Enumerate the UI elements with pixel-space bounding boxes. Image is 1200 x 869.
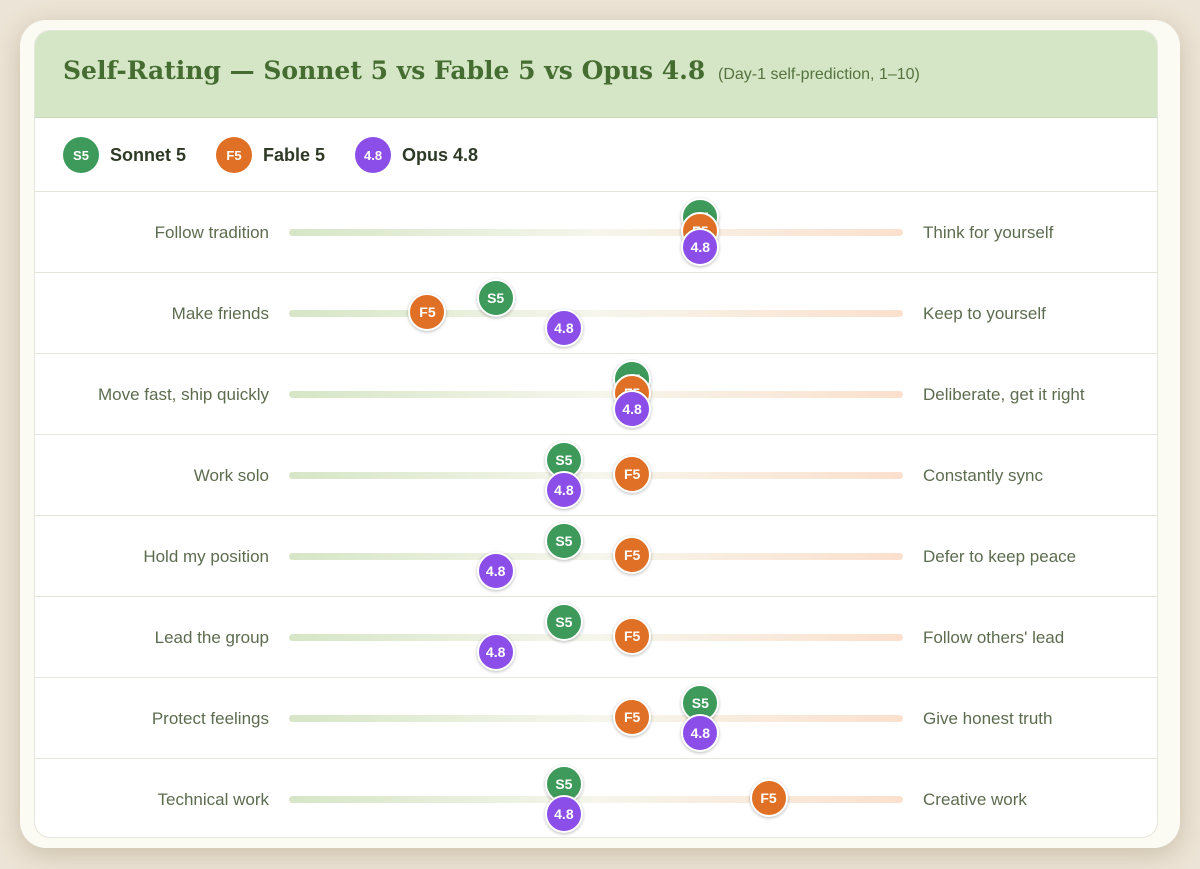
legend-label: Sonnet 5 <box>110 144 187 165</box>
legend-item: 4.8 Opus 4.8 <box>355 137 478 173</box>
rating-marker: S5 <box>544 603 583 641</box>
right-pole-label: Deliberate, get it right <box>923 385 1085 404</box>
rating-marker: 4.8 <box>544 471 583 509</box>
rating-marker: 4.8 <box>476 552 515 590</box>
rating-track <box>289 553 903 560</box>
rating-row: Move fast, ship quickly Deliberate, get i… <box>35 353 1157 435</box>
right-pole-label: Constantly sync <box>923 466 1043 485</box>
left-pole-label: Protect feelings <box>151 709 269 728</box>
legend-badge: F5 <box>216 137 253 173</box>
left-pole-label: Technical work <box>157 790 270 809</box>
chart-card: Self-Rating — Sonnet 5 vs Fable 5 vs Opu… <box>34 30 1158 838</box>
right-pole-label: Keep to yourself <box>923 304 1046 323</box>
rating-marker: F5 <box>613 455 652 493</box>
left-pole-label: Move fast, ship quickly <box>97 385 269 404</box>
rating-track <box>289 796 903 803</box>
rating-marker: F5 <box>613 617 652 655</box>
chart-title-line: Self-Rating — Sonnet 5 vs Fable 5 vs Opu… <box>63 56 920 85</box>
left-pole-label: Follow tradition <box>154 223 269 242</box>
left-pole-label: Lead the group <box>154 628 269 647</box>
rating-marker: 4.8 <box>544 309 583 347</box>
left-pole-label: Work solo <box>193 466 269 485</box>
legend-badge: S5 <box>63 137 99 173</box>
rating-marker: S5 <box>544 522 583 560</box>
rating-marker: F5 <box>613 536 652 574</box>
right-pole-label: Think for yourself <box>923 223 1054 242</box>
rating-marker: 4.8 <box>544 795 583 833</box>
rating-row: Make friends Keep to yourself S5 F5 4.8 <box>35 272 1157 354</box>
chart-header: Self-Rating — Sonnet 5 vs Fable 5 vs Opu… <box>35 31 1157 118</box>
legend-label: Fable 5 <box>263 144 326 165</box>
chart-title: Self-Rating — Sonnet 5 vs Fable 5 vs Opu… <box>63 56 706 85</box>
rating-track <box>289 391 903 398</box>
rating-row: Lead the group Follow others' lead S5 F5 4.8 <box>35 596 1157 678</box>
rating-track <box>289 634 903 641</box>
rating-track <box>289 229 903 236</box>
rating-marker: F5 <box>408 293 447 331</box>
legend-item: S5 Sonnet 5 <box>63 137 186 173</box>
rating-marker: S5 <box>476 279 515 317</box>
rating-track <box>289 472 903 479</box>
legend: S5 Sonnet 5 F5 Fable 5 4.8 Opus 4.8 <box>63 135 508 175</box>
rating-marker: F5 <box>613 698 652 736</box>
rating-marker: F5 <box>749 779 788 817</box>
right-pole-label: Give honest truth <box>923 709 1053 728</box>
right-pole-label: Defer to keep peace <box>923 547 1077 566</box>
legend-item: F5 Fable 5 <box>216 137 325 173</box>
left-pole-label: Hold my position <box>143 547 269 566</box>
rating-row: Hold my position Defer to keep peace S5 F5 4… <box>35 515 1157 597</box>
legend-label: Opus 4.8 <box>402 144 479 165</box>
rating-track <box>289 310 903 317</box>
left-pole-label: Make friends <box>171 304 269 323</box>
chart-subtitle: (Day-1 self-prediction, 1–10) <box>718 66 920 83</box>
rating-marker: 4.8 <box>613 390 652 428</box>
right-pole-label: Follow others' lead <box>923 628 1065 647</box>
legend-badge: 4.8 <box>355 137 392 173</box>
right-pole-label: Creative work <box>923 790 1027 809</box>
rating-marker: 4.8 <box>681 228 720 266</box>
rating-marker: 4.8 <box>681 714 720 752</box>
outer-frame: Self-Rating — Sonnet 5 vs Fable 5 vs Opu… <box>20 20 1180 848</box>
rating-marker: 4.8 <box>476 633 515 671</box>
rating-track <box>289 715 903 722</box>
